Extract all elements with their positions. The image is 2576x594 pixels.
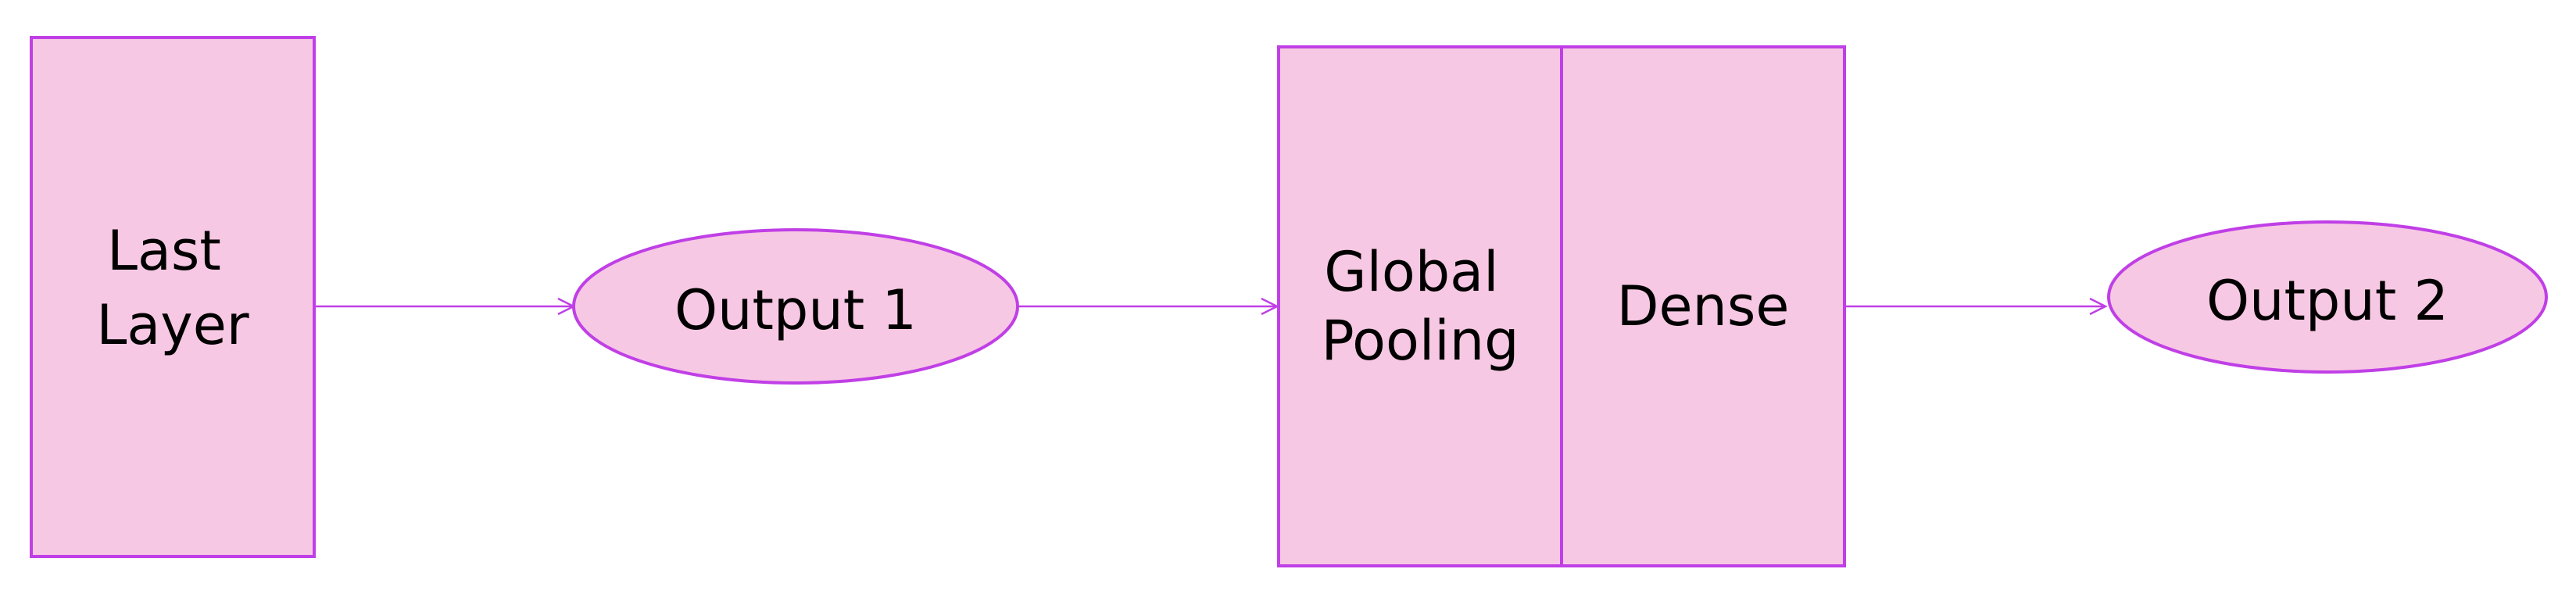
node-output-1-label: Output 1 bbox=[674, 278, 917, 342]
node-last-layer: Last Layer bbox=[30, 36, 316, 558]
node-global-pooling-label: Global Pooling bbox=[1321, 240, 1519, 373]
node-dense-label: Dense bbox=[1617, 274, 1790, 338]
node-last-layer-label: Last Layer bbox=[96, 219, 249, 357]
node-output-2-label: Output 2 bbox=[2206, 269, 2449, 333]
node-pooling-dense-block: Global Pooling Dense bbox=[1277, 45, 1846, 567]
node-global-pooling bbox=[1277, 45, 1563, 567]
node-output-1: Output 1 bbox=[572, 228, 1019, 385]
node-output-2: Output 2 bbox=[2107, 220, 2548, 374]
node-dense bbox=[1560, 45, 1846, 567]
